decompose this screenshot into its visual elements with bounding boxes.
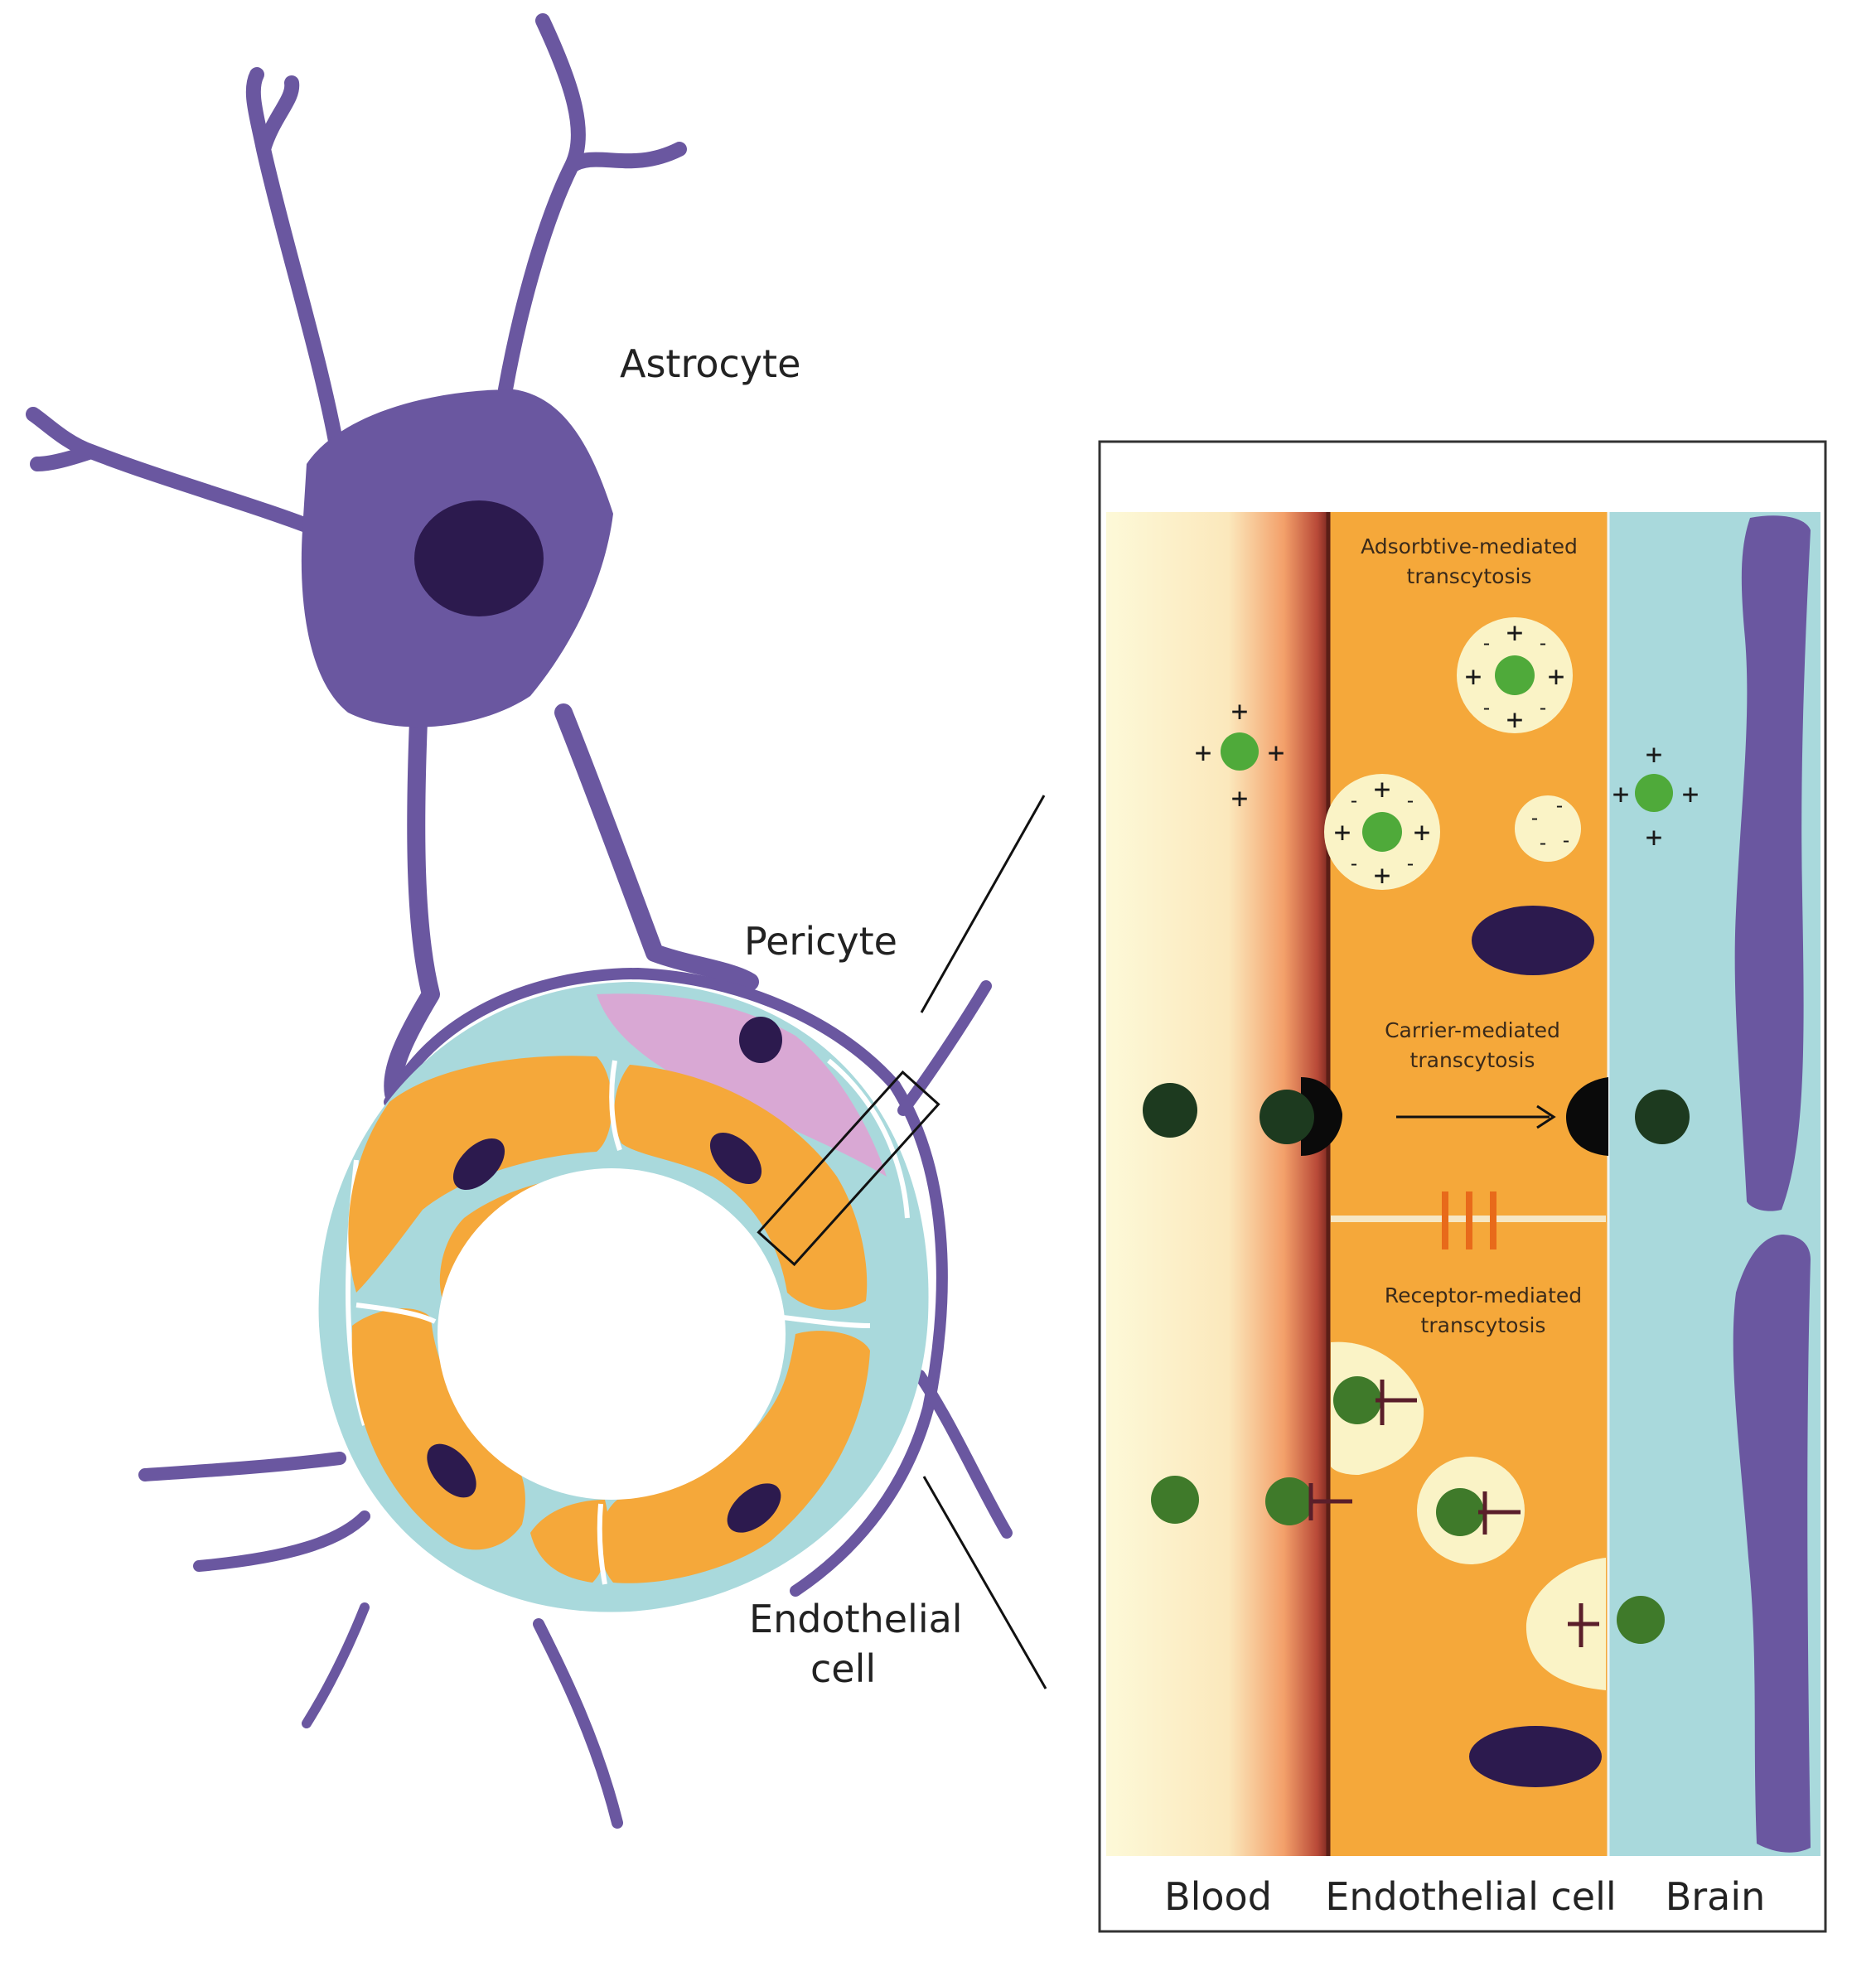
label-cmt-line1: Carrier-mediated — [1385, 1018, 1560, 1042]
svg-text:-: - — [1537, 696, 1549, 719]
endothelial-nucleus-1 — [452, 1138, 505, 1191]
label-endothelial-cell: Endothelial cell — [1325, 1874, 1616, 1919]
astrocyte-process-left-low2 — [193, 1510, 370, 1572]
zoom-selection-box — [757, 1070, 940, 1267]
rmt-vesicle-3 — [1525, 1558, 1606, 1690]
astrocyte-nucleus — [414, 500, 544, 616]
cmt-arrow-head — [1536, 1104, 1556, 1129]
cmt-solute-bound — [1260, 1090, 1314, 1144]
endothelial-nucleus-3 — [427, 1443, 476, 1498]
svg-text:-: - — [1481, 696, 1492, 719]
svg-text:-: - — [1481, 631, 1492, 655]
astrocyte-process-left-lower — [138, 1452, 346, 1481]
vessel-lumen — [438, 1168, 786, 1500]
label-endothelial-line2: cell — [810, 1646, 876, 1691]
svg-text:-: - — [1348, 852, 1360, 875]
svg-text:+: + — [1646, 821, 1662, 854]
svg-text:+: + — [1506, 616, 1523, 650]
pericyte-cell — [597, 993, 887, 1177]
label-amt-line1: Adsorbtive-mediated — [1361, 534, 1578, 558]
endothelial-cell-4 — [599, 1331, 870, 1583]
astrocyte-endfoot-upper — [1734, 515, 1811, 1211]
label-cmt-line2: transcytosis — [1410, 1048, 1535, 1072]
blood-region — [1106, 512, 1328, 1856]
astrocyte-process-bottom — [533, 1618, 623, 1829]
endothelial-cell-5 — [439, 1175, 609, 1317]
astrocyte-process-right-lower — [914, 1370, 1013, 1539]
label-endothelial-line1: Endothelial — [749, 1597, 963, 1641]
rmt-ligand-brain — [1617, 1596, 1665, 1644]
astrocyte — [26, 13, 1013, 1829]
rmt-ligand-blood — [1151, 1476, 1199, 1524]
astrocyte-process-bottom-left — [302, 1602, 370, 1728]
astrocyte-process-upper-right — [498, 13, 687, 397]
rmt-vesicle-1 — [1331, 1341, 1424, 1475]
rmt-receptor-membrane — [1308, 1483, 1352, 1520]
label-rmt-line1: Receptor-mediated — [1385, 1283, 1582, 1307]
svg-text:-: - — [1529, 806, 1540, 829]
tight-junction-proteins — [1442, 1191, 1496, 1249]
svg-text:-: - — [1554, 794, 1565, 817]
blood-vessel-cross-section — [318, 982, 940, 1612]
svg-text:+: + — [1195, 737, 1211, 770]
svg-text:+: + — [1682, 778, 1699, 811]
svg-text:+: + — [1414, 816, 1430, 849]
endothelial-cell-3 — [351, 1308, 525, 1550]
svg-text:+: + — [1231, 782, 1248, 815]
amt-cationic-molecule-brain: + + + + — [1612, 738, 1699, 854]
svg-text:+: + — [1374, 773, 1390, 806]
astrocyte-foot-right — [554, 703, 759, 991]
label-amt-line2: transcytosis — [1407, 564, 1532, 588]
panel-nucleus-lower — [1469, 1726, 1602, 1787]
label-blood: Blood — [1164, 1874, 1272, 1919]
endothelial-ring — [348, 1056, 870, 1583]
astrocyte-endfeet-top — [384, 968, 901, 1108]
endothelial-cell-6 — [530, 1500, 609, 1583]
zoom-line-top — [920, 795, 1046, 1013]
astrocyte-process-right-upper — [897, 980, 992, 1116]
endothelial-cell-2 — [614, 1065, 868, 1310]
endothelial-nucleus-4 — [727, 1483, 781, 1533]
svg-text:-: - — [1348, 789, 1360, 812]
svg-text:-: - — [1537, 631, 1549, 655]
endothelial-nucleus-2 — [709, 1132, 762, 1185]
rmt-ligand-bound — [1265, 1477, 1313, 1525]
svg-text:+: + — [1334, 816, 1351, 849]
label-pericyte: Pericyte — [744, 919, 897, 964]
cmt-solute-blood — [1143, 1083, 1197, 1138]
amt-vesicle-upper: + + + + - - - - — [1457, 616, 1573, 737]
cmt-carrier-abluminal — [1566, 1077, 1608, 1156]
astrocyte-process-left — [26, 407, 326, 538]
svg-text:+: + — [1231, 695, 1248, 728]
svg-text:+: + — [1374, 859, 1390, 892]
amt-cationic-molecule-blood: + + + + — [1195, 695, 1284, 815]
astrocyte-process-upper-left — [245, 67, 347, 471]
label-rmt-line2: transcytosis — [1421, 1313, 1546, 1337]
svg-text:+: + — [1506, 703, 1523, 737]
label-astrocyte: Astrocyte — [620, 341, 800, 386]
pericyte-nucleus — [739, 1017, 782, 1063]
zoom-line-bottom — [922, 1476, 1047, 1689]
cmt-solute-brain — [1635, 1090, 1690, 1144]
astrocyte-endfoot-lower — [1733, 1235, 1811, 1853]
amt-empty-vesicle: - - - - — [1515, 794, 1581, 862]
svg-text:-: - — [1560, 829, 1572, 852]
svg-text:+: + — [1465, 660, 1482, 694]
svg-text:-: - — [1405, 789, 1416, 812]
svg-text:-: - — [1405, 852, 1416, 875]
panel-nucleus-upper — [1472, 906, 1594, 975]
label-brain: Brain — [1666, 1874, 1766, 1919]
svg-text:+: + — [1646, 738, 1662, 771]
transcytosis-panel: Adsorbtive-mediated transcytosis Carrier… — [1098, 440, 1827, 1933]
svg-text:+: + — [1268, 737, 1284, 770]
cmt-carrier-luminal — [1301, 1077, 1342, 1156]
svg-text:+: + — [1548, 660, 1564, 694]
astrocyte-foot-left — [384, 712, 440, 1103]
svg-text:+: + — [1612, 778, 1629, 811]
amt-vesicle-middle: + + + + - - - - — [1324, 773, 1440, 892]
rmt-vesicle-2 — [1417, 1457, 1525, 1564]
svg-text:-: - — [1537, 831, 1549, 854]
